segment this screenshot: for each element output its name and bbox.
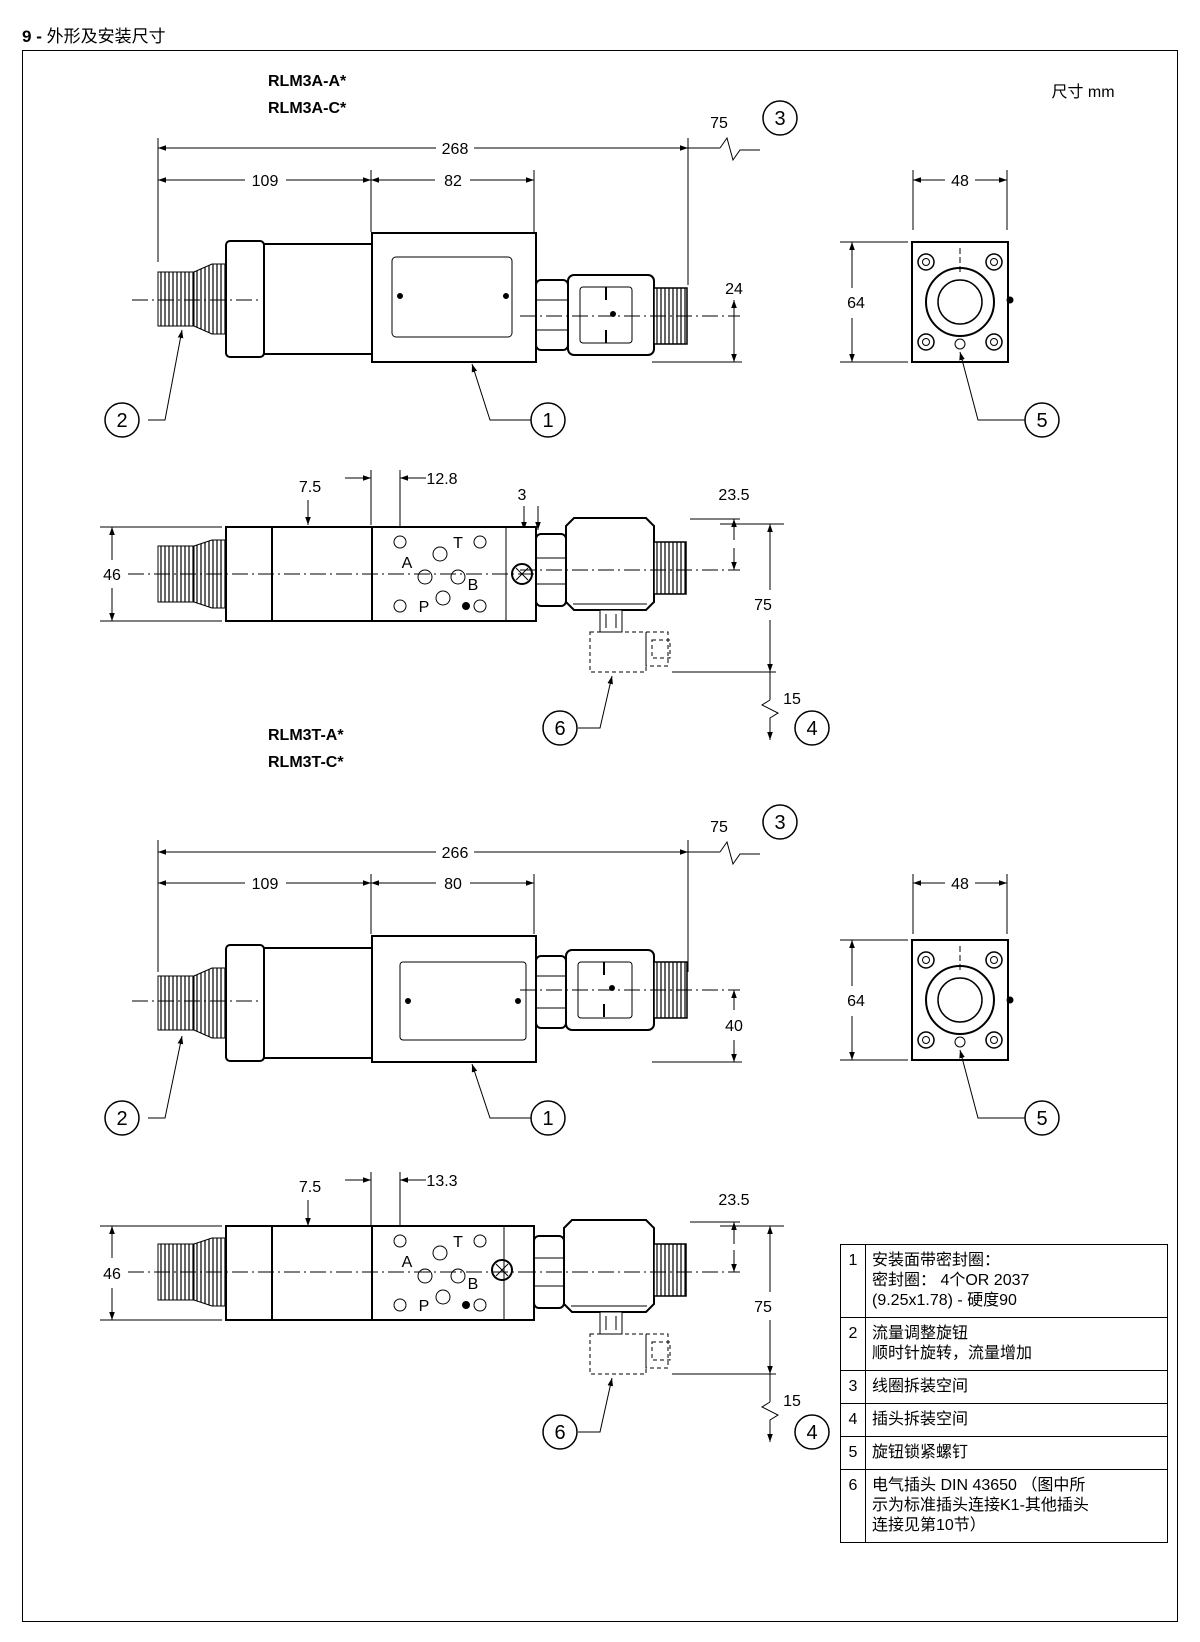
drawing-frame [22,50,1178,1622]
port-t-label: T [453,535,463,552]
legend-number: 6 [840,1469,866,1543]
callout-6-a: 6 [554,718,565,740]
dim-t-bot-h: 46 [103,1266,121,1283]
legend-text: 线圈拆装空间 [865,1370,1168,1404]
legend-number: 5 [840,1436,866,1470]
callout-3-a: 3 [774,108,785,130]
view-rlm3t-side [132,840,760,1119]
legend-line: (9.25x1.78) - 硬度90 [872,1292,1017,1309]
dim-a-total: 268 [442,141,469,158]
port-p-label: P [419,599,430,616]
view-rlm3a-end [840,170,1025,421]
section-header: 9 - 外形及安装尺寸 [22,22,166,47]
dim-a-bot-75: 75 [754,597,772,614]
port-a-label: A [402,555,413,572]
dim-t-bot-23: 23.5 [718,1192,749,1209]
port-t-label-2: T [453,1234,463,1251]
view-rlm3t-top [100,1172,784,1442]
legend-line: 安装面带密封圈： [872,1252,1001,1269]
callout-2-t: 2 [116,1108,127,1130]
legend-line: 连接见第10节） [872,1517,986,1534]
port-a-label-2: A [402,1254,413,1271]
dim-a-left: 109 [252,173,279,190]
section-title: 外形及安装尺寸 [46,27,166,46]
legend-number: 1 [840,1244,866,1318]
dim-a-bot-pitch: 12.8 [426,471,457,488]
dim-t-bot-75: 75 [754,1299,772,1316]
callout-5-a: 5 [1036,410,1047,432]
dim-a-side-h: 24 [725,281,743,298]
legend-text: 流量调整旋钮 顺时针旋转，流量增加 [865,1317,1168,1371]
legend-text: 旋钮锁紧螺钉 [865,1436,1168,1470]
legend-number: 2 [840,1317,866,1371]
view-rlm3a-side [132,136,760,421]
legend-line: 示为标准插头连接K1-其他插头 [872,1497,1089,1514]
dim-a-bot-offset: 7.5 [299,479,321,496]
model-label-a1: RLM3A-A* [268,73,347,90]
legend-row: 2 流量调整旋钮 顺时针旋转，流量增加 [840,1317,1168,1371]
callout-4-a: 4 [806,718,817,740]
dim-a-end-h: 64 [847,295,865,312]
view-rlm3a-top [100,470,784,740]
dim-t-bot-offset: 7.5 [299,1179,321,1196]
legend-row: 1 安装面带密封圈： 密封圈： 4个OR 2037 (9.25x1.78) - … [840,1244,1168,1318]
callout-1-t: 1 [542,1108,553,1130]
legend-line: 插头拆装空间 [872,1411,969,1428]
legend-row: 5 旋钮锁紧螺钉 [840,1436,1168,1470]
legend-line: 线圈拆装空间 [872,1378,969,1395]
callout-1-a: 1 [542,410,553,432]
section-number: 9 [22,27,32,46]
dim-t-side-h: 40 [725,1018,743,1035]
port-p-label-2: P [419,1298,430,1315]
units-label: 尺寸 mm [1051,83,1114,101]
port-b-label-2: B [468,1276,479,1293]
model-label-t2: RLM3T-C* [268,754,344,771]
legend-line: 顺时针旋转，流量增加 [872,1345,1033,1362]
dim-t-removal: 75 [710,819,728,836]
port-b-label: B [468,577,479,594]
view-rlm3t-end [840,874,1025,1119]
dim-t-total: 266 [442,845,469,862]
dim-a-bot-h: 46 [103,567,121,584]
dim-a-body: 82 [444,173,462,190]
dim-t-end-w: 48 [951,876,969,893]
legend-text: 插头拆装空间 [865,1403,1168,1437]
dim-t-bot-15: 15 [783,1393,801,1410]
legend-row: 4 插头拆装空间 [840,1403,1168,1437]
dim-a-bot-3: 3 [518,487,527,504]
legend-text: 安装面带密封圈： 密封圈： 4个OR 2037 (9.25x1.78) - 硬度… [865,1244,1168,1318]
legend-table: 1 安装面带密封圈： 密封圈： 4个OR 2037 (9.25x1.78) - … [840,1244,1168,1543]
model-label-t1: RLM3T-A* [268,727,344,744]
callout-3-t: 3 [774,812,785,834]
dim-a-end-w: 48 [951,173,969,190]
callout-4-t: 4 [806,1422,817,1444]
legend-row: 3 线圈拆装空间 [840,1370,1168,1404]
legend-text: 电气插头 DIN 43650 （图中所 示为标准插头连接K1-其他插头 连接见第… [865,1469,1168,1543]
legend-row: 6 电气插头 DIN 43650 （图中所 示为标准插头连接K1-其他插头 连接… [840,1469,1168,1543]
legend-line: 电气插头 DIN 43650 （图中所 [872,1477,1086,1494]
legend-line: 流量调整旋钮 [872,1325,969,1342]
callout-circles [104,100,1060,1450]
dim-a-bot-23: 23.5 [718,487,749,504]
legend-line: 旋钮锁紧螺钉 [872,1444,969,1461]
dim-t-left: 109 [252,876,279,893]
dim-t-bot-pitch: 13.3 [426,1173,457,1190]
callout-5-t: 5 [1036,1108,1047,1130]
dim-t-end-h: 64 [847,993,865,1010]
dim-a-bot-15: 15 [783,691,801,708]
dim-t-body: 80 [444,876,462,893]
model-label-a2: RLM3A-C* [268,100,347,117]
legend-number: 4 [840,1403,866,1437]
dim-a-removal: 75 [710,115,728,132]
legend-number: 3 [840,1370,866,1404]
legend-line: 密封圈： 4个OR 2037 [872,1272,1030,1289]
callout-6-t: 6 [554,1422,565,1444]
callout-2-a: 2 [116,410,127,432]
section-separator: - [31,27,47,46]
